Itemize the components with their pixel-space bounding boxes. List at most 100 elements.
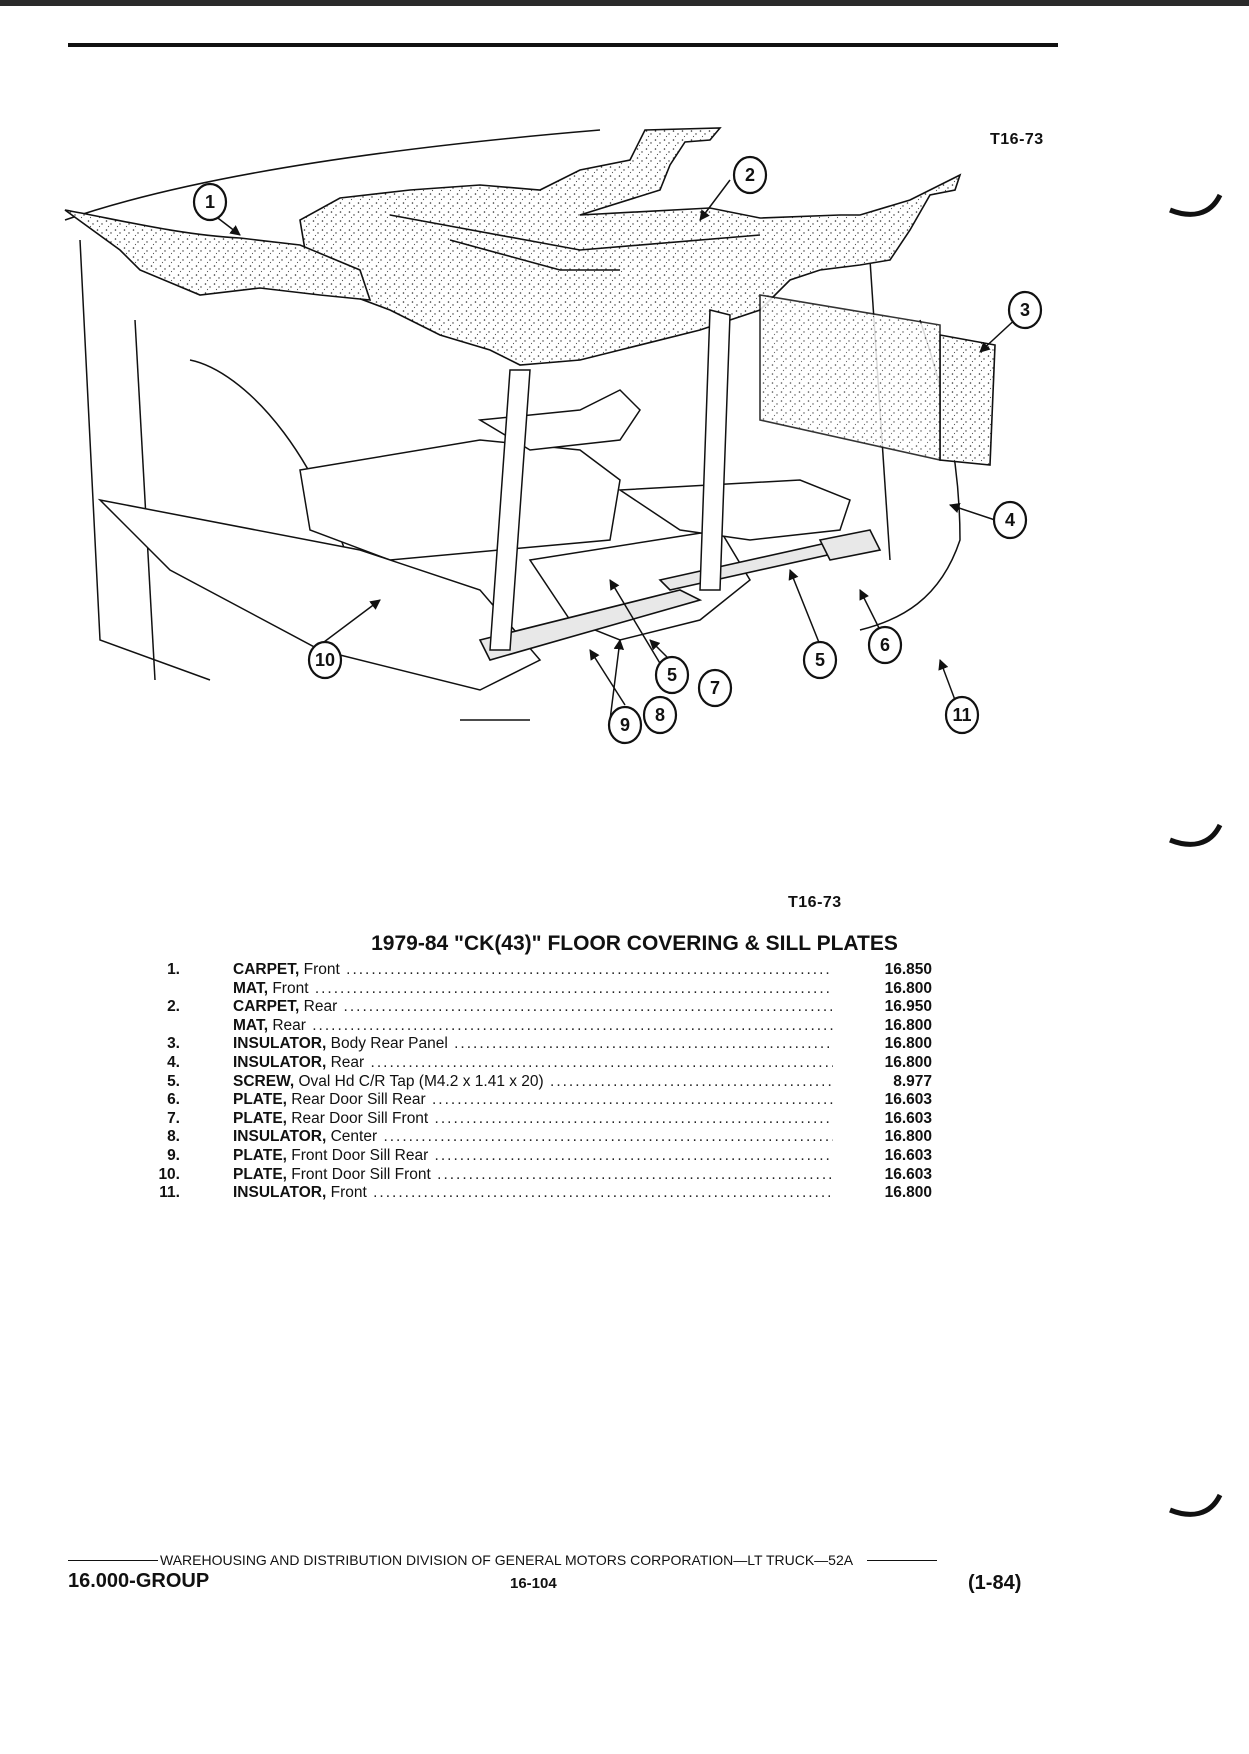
- leader-dots: ........................................…: [454, 1035, 833, 1053]
- part-group-reference: 16.603: [884, 1165, 932, 1183]
- part-number: 9.: [167, 1146, 180, 1164]
- part-name: PLATE,: [233, 1109, 287, 1127]
- part-group-reference: 16.850: [884, 961, 932, 978]
- pillar-shapes: [489, 309, 731, 651]
- part-row: 9.PLATE, Front Door Sill Rear ..........…: [145, 1147, 945, 1166]
- callout-label: 8: [655, 705, 665, 725]
- part-number: 3.: [167, 1035, 180, 1053]
- part-row: MAT, Rear ..............................…: [145, 1017, 945, 1036]
- part-detail: Front Door Sill Front: [291, 1165, 431, 1183]
- part-description: SCREW, Oval Hd C/R Tap (M4.2 x 1.41 x 20…: [233, 1073, 833, 1092]
- callout-label: 4: [1005, 510, 1015, 530]
- part-detail: Front: [272, 979, 309, 997]
- part-name: SCREW,: [233, 1072, 295, 1090]
- part-row: 6.PLATE, Rear Door Sill Rear ...........…: [145, 1091, 945, 1110]
- footer-group: 16.000-GROUP: [68, 1570, 210, 1592]
- part-description: INSULATOR, Body Rear Panel .............…: [233, 1035, 833, 1054]
- callout-label: 2: [745, 165, 755, 185]
- part-row: 1.CARPET, Front ........................…: [145, 961, 945, 980]
- leader-dots: ........................................…: [383, 1128, 833, 1146]
- leader-dots: ........................................…: [314, 979, 833, 997]
- part-name: CARPET,: [233, 998, 300, 1016]
- callout-circle: [607, 705, 643, 745]
- callout-circle: [654, 655, 690, 695]
- part-name: MAT,: [233, 1016, 269, 1034]
- part-row: 8.INSULATOR, Center ....................…: [145, 1128, 945, 1147]
- callout-circle: [307, 640, 343, 680]
- figure-code-top: T16-73: [990, 131, 1044, 148]
- part-detail: Rear Door Sill Front: [291, 1109, 429, 1127]
- parts-list: 1. CARPET, Front ........................…: [145, 961, 945, 1203]
- scan-edge: [0, 0, 1249, 6]
- part-detail: Rear: [272, 1016, 306, 1034]
- leader-dots: ........................................…: [346, 961, 833, 978]
- callout-label: 7: [710, 678, 720, 698]
- callout-circle: [192, 182, 228, 222]
- part-detail: Rear Door Sill Rear: [291, 1091, 426, 1109]
- binding-mark-1: [1169, 193, 1223, 217]
- part-detail: Oval Hd C/R Tap (M4.2 x 1.41 x 20): [298, 1072, 544, 1090]
- part-group-reference: 16.603: [884, 1091, 932, 1109]
- part-number: 11.: [159, 1184, 180, 1202]
- part-description: INSULATOR, Rear ........................…: [233, 1054, 833, 1073]
- rear-panel-insulator-shape: [759, 294, 996, 466]
- leader-dots: ........................................…: [437, 1165, 833, 1183]
- binding-mark-3: [1169, 1493, 1223, 1517]
- part-group-reference: 16.950: [884, 998, 932, 1016]
- part-group-reference: 16.800: [884, 1053, 932, 1071]
- part-row: 3. INSULATOR, Body Rear Panel ...........…: [145, 1035, 945, 1054]
- leader-dots: ........................................…: [373, 1184, 833, 1202]
- part-group-reference: 16.603: [884, 1109, 932, 1127]
- callout-circle: [732, 155, 768, 195]
- part-group-reference: 16.800: [884, 1184, 932, 1202]
- part-row: 11. INSULATOR, Front ....................…: [145, 1184, 945, 1203]
- part-row: MAT, Front .............................…: [145, 980, 945, 999]
- part-number: 10.: [158, 1165, 180, 1183]
- callout-label: 5: [667, 665, 677, 685]
- leader-dots: ........................................…: [370, 1053, 833, 1071]
- part-detail: Rear: [303, 998, 338, 1016]
- callout-circle: [867, 625, 903, 665]
- part-row: 4. INSULATOR, Rear ......................…: [145, 1054, 945, 1073]
- part-description: CARPET, Rear ...........................…: [233, 998, 833, 1017]
- part-row: 10. PLATE, Front Door Sill Front ........…: [145, 1166, 945, 1185]
- part-detail: Front: [330, 1184, 367, 1202]
- part-row: 7. PLATE, Rear Door Sill Front ..........…: [145, 1110, 945, 1129]
- footer-date: (1-84): [968, 1572, 1022, 1594]
- footer-division: WAREHOUSING AND DISTRIBUTION DIVISION OF…: [160, 1552, 854, 1568]
- part-name: INSULATOR,: [233, 1184, 327, 1202]
- figure-code-bottom: T16-73: [788, 894, 842, 911]
- sill-plate-shapes: [478, 529, 882, 661]
- leader-dots: ........................................…: [431, 1091, 833, 1109]
- leader-dots: ........................................…: [434, 1146, 833, 1164]
- part-number: 2.: [167, 998, 180, 1016]
- binding-mark-2: [1169, 823, 1223, 847]
- leader-dots: ........................................…: [312, 1016, 833, 1034]
- front-carpet-shape: [64, 209, 372, 301]
- part-name: PLATE,: [233, 1146, 287, 1164]
- part-name: PLATE,: [233, 1091, 287, 1109]
- part-number: 4.: [167, 1053, 180, 1071]
- callout-label: 1: [205, 192, 215, 212]
- part-number: 7.: [167, 1109, 180, 1127]
- part-detail: Rear: [330, 1053, 365, 1071]
- leader-dots: ........................................…: [550, 1072, 833, 1090]
- part-description: PLATE, Rear Door Sill Front ............…: [233, 1110, 833, 1129]
- callout-label: 3: [1020, 300, 1030, 320]
- part-name: PLATE,: [233, 1165, 287, 1183]
- part-description: PLATE, Rear Door Sill Rear .............…: [233, 1091, 833, 1110]
- footer-division-line: WAREHOUSING AND DISTRIBUTION DIVISION OF…: [68, 1552, 1028, 1568]
- part-group-reference: 16.800: [884, 1128, 932, 1146]
- leader-dots: ........................................…: [343, 998, 833, 1016]
- part-detail: Center: [330, 1128, 378, 1146]
- part-name: INSULATOR,: [233, 1053, 327, 1071]
- footer-page-number: 16-104: [510, 1575, 557, 1592]
- callout-label: 9: [620, 715, 630, 735]
- part-row: 5.SCREW, Oval Hd C/R Tap (M4.2 x 1.41 x …: [145, 1073, 945, 1092]
- leader-dots: ........................................…: [434, 1109, 833, 1127]
- part-number: 1.: [167, 961, 180, 978]
- part-name: INSULATOR,: [233, 1128, 327, 1146]
- part-description: INSULATOR, Center ......................…: [233, 1128, 833, 1147]
